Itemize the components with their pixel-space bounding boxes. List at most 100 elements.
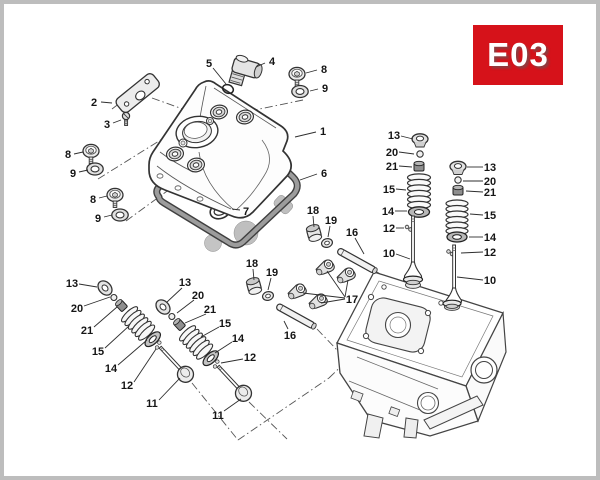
bracket-screw — [121, 111, 131, 126]
part-callout-20: 20 — [192, 290, 204, 302]
leader-line-part-13 — [400, 135, 414, 140]
part-callout-12: 12 — [484, 247, 496, 259]
leader-line-part-21 — [398, 165, 413, 168]
valve-train-column-2 — [442, 160, 469, 309]
leader-line-part-1 — [294, 131, 317, 138]
part-callout-21: 21 — [81, 325, 93, 337]
leader-line-part-15 — [469, 213, 484, 216]
bolt-8-left-lower — [106, 187, 124, 209]
part-callout-9: 9 — [95, 213, 101, 225]
part-callout-14: 14 — [232, 333, 245, 345]
leader-line-part-17 — [302, 292, 346, 299]
part-callout-9: 9 — [322, 83, 328, 95]
part-callout-6: 6 — [321, 168, 327, 180]
leader-line-part-18 — [252, 268, 255, 281]
part-callout-14: 14 — [484, 232, 497, 244]
leader-line-part-20 — [398, 151, 415, 155]
leader-line-part-20 — [176, 299, 195, 314]
leader-line-part-17 — [344, 279, 349, 298]
part-callout-16: 16 — [346, 227, 358, 239]
leader-line-part-8 — [73, 151, 84, 155]
part-callout-19: 19 — [266, 267, 278, 279]
part-callout-18: 18 — [246, 258, 258, 270]
part-callout-11: 11 — [212, 410, 224, 422]
part-callout-13: 13 — [484, 162, 496, 174]
valve-cover — [148, 80, 292, 219]
leader-line-part-18 — [312, 215, 315, 228]
part-callout-15: 15 — [484, 210, 496, 222]
rocker-arm-17-c — [285, 281, 309, 304]
part-callout-2: 2 — [91, 97, 97, 109]
leader-line-part-9 — [309, 88, 319, 92]
part-callout-20: 20 — [484, 176, 496, 188]
part-callout-15: 15 — [92, 346, 104, 358]
leader-line-part-9 — [103, 214, 113, 218]
part-callout-21: 21 — [204, 304, 216, 316]
leader-line-part-8 — [98, 195, 108, 199]
part-callout-4: 4 — [269, 56, 276, 68]
leader-line-part-13 — [78, 283, 98, 288]
o-ring-5 — [221, 83, 235, 95]
leader-line-part-21 — [184, 313, 207, 324]
leader-line-part-11 — [158, 377, 181, 401]
part-callout-12: 12 — [383, 223, 395, 235]
washer-9-left-upper — [86, 162, 104, 176]
leader-line-part-17 — [320, 298, 346, 304]
cylinder-head-block — [336, 271, 507, 439]
leader-line-part-9 — [78, 169, 89, 173]
part-callout-8: 8 — [65, 149, 71, 161]
leader-line-part-19 — [267, 277, 272, 291]
leader-line-part-14 — [117, 339, 148, 366]
part-callout-17: 17 — [346, 294, 358, 306]
cover-small-rings — [178, 117, 214, 148]
part-callout-20: 20 — [71, 303, 83, 315]
leader-line-part-21 — [465, 190, 484, 193]
part-callout-10: 10 — [484, 275, 496, 287]
part-callout-12: 12 — [121, 380, 133, 392]
part-callout-13: 13 — [388, 130, 400, 142]
leader-line-part-19 — [327, 225, 331, 238]
leader-line-part-14 — [214, 341, 233, 354]
leader-line-part-15 — [200, 326, 220, 338]
leader-line-part-8 — [305, 69, 318, 74]
page-code-badge: E03 — [473, 25, 563, 85]
oil-filler-cap — [228, 54, 263, 87]
part-callout-9: 9 — [70, 168, 76, 180]
part-callout-5: 5 — [206, 58, 212, 70]
washer-19-lower — [260, 289, 276, 303]
leader-line-part-12 — [460, 251, 484, 254]
leader-line-part-20 — [83, 296, 111, 307]
page-code-text: E03 — [487, 36, 549, 73]
oil-filler-neck — [175, 115, 219, 149]
leader-line-part-15 — [395, 188, 407, 191]
cover-bosses — [165, 104, 255, 173]
part-callout-21: 21 — [386, 161, 398, 173]
part-callout-7: 7 — [243, 206, 249, 218]
part-callout-11: 11 — [146, 398, 158, 410]
exploded-parts-drawing: 2354891678989132021151412101320211514121… — [65, 54, 507, 441]
leader-line-part-6 — [299, 173, 318, 181]
rocker-arm-17-a — [313, 257, 337, 280]
leader-line-part-3 — [112, 119, 122, 124]
part-callout-16: 16 — [284, 330, 296, 342]
part-callout-8: 8 — [321, 64, 327, 76]
part-callout-19: 19 — [325, 215, 337, 227]
leader-line-part-11 — [223, 398, 242, 412]
part-callout-13: 13 — [179, 277, 191, 289]
bolt-8-top-right — [288, 66, 306, 88]
part-callout-14: 14 — [105, 363, 118, 375]
mounting-bracket — [115, 73, 160, 114]
part-callout-13: 13 — [66, 278, 78, 290]
bolt-8-left-upper — [82, 143, 100, 165]
leader-line-part-17 — [326, 270, 346, 298]
part-callout-21: 21 — [484, 187, 496, 199]
leader-line-part-16 — [283, 320, 289, 330]
part-callout-1: 1 — [320, 126, 326, 138]
part-callout-15: 15 — [383, 184, 395, 196]
valve-train-column-1 — [402, 133, 432, 286]
valve-10-a — [402, 215, 424, 286]
leader-line-part-16 — [354, 237, 365, 255]
leader-line-part-12 — [220, 358, 244, 364]
washer-9-top-right — [291, 84, 309, 99]
